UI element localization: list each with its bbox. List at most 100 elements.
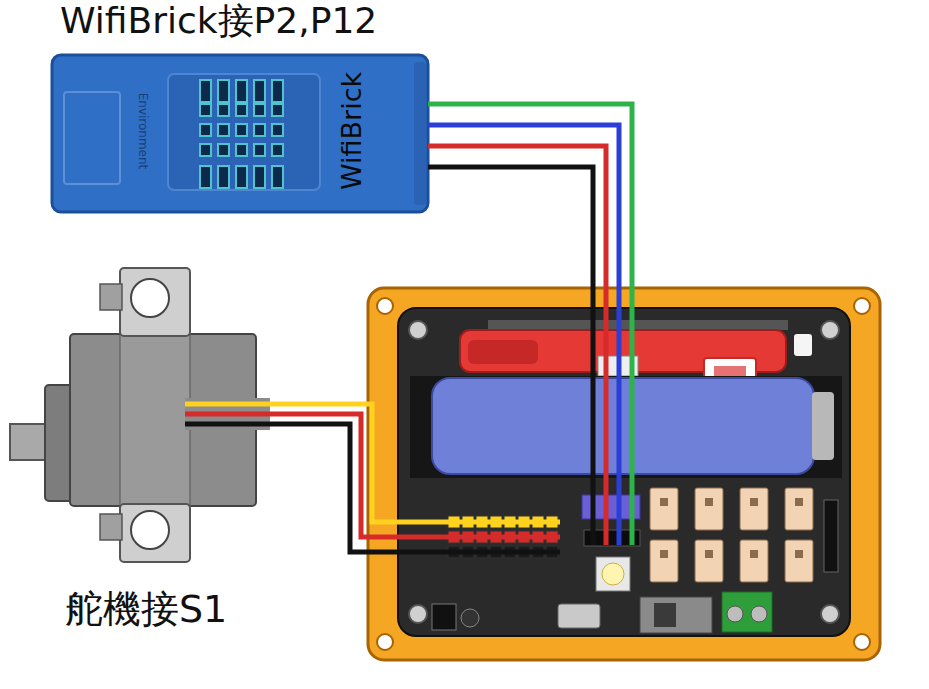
sensor-slot xyxy=(254,104,265,116)
jst-connector xyxy=(695,540,723,582)
sensor-slot xyxy=(236,104,247,116)
jst-pin xyxy=(660,550,668,558)
servo-tab xyxy=(100,514,122,540)
sensor-slot xyxy=(272,144,283,156)
jst-housing xyxy=(785,488,813,530)
jst-housing xyxy=(695,488,723,530)
sensor-slot xyxy=(200,166,211,188)
frame-hole xyxy=(854,634,870,650)
sensor-slot xyxy=(236,124,247,136)
frame-hole xyxy=(377,634,393,650)
buzzer xyxy=(461,609,479,627)
sensor-slot xyxy=(236,166,247,188)
circuit-board xyxy=(398,308,850,636)
battery-holder xyxy=(410,376,842,478)
frame-hole xyxy=(377,298,393,314)
board-frame xyxy=(368,288,880,660)
board-hole xyxy=(821,321,839,339)
diode xyxy=(432,604,456,630)
sensor-slot xyxy=(236,80,247,102)
jst-housing xyxy=(650,540,678,582)
jst-housing xyxy=(740,540,768,582)
jst-pin xyxy=(660,498,668,506)
sensor-slot xyxy=(200,124,211,136)
servo-motor: 舵機接S1 xyxy=(8,268,270,562)
terminal-screw xyxy=(727,606,743,622)
board-hole xyxy=(409,321,427,339)
board-hole xyxy=(409,605,427,623)
jst-connector xyxy=(785,540,813,582)
power-wire xyxy=(185,414,560,537)
module-label: Environment xyxy=(137,93,149,170)
battery xyxy=(432,378,814,474)
sensor-slot xyxy=(272,124,283,136)
jst-pin xyxy=(750,550,758,558)
sensor-slot xyxy=(200,144,211,156)
servo-flange xyxy=(120,268,190,336)
reset-button xyxy=(794,334,812,356)
wifibrick-recess xyxy=(64,92,120,184)
jst-pin xyxy=(795,498,803,506)
jst-connector xyxy=(650,540,678,582)
switch-slider xyxy=(654,603,676,627)
sensor-slot xyxy=(218,104,229,116)
sensor-slot xyxy=(236,144,247,156)
jst-housing xyxy=(785,540,813,582)
led-button xyxy=(596,557,630,591)
board-hole xyxy=(821,605,839,623)
edge-connector xyxy=(488,320,788,330)
ground-wire xyxy=(185,424,560,552)
sensor-slot xyxy=(218,166,229,188)
sensor-slot xyxy=(200,104,211,116)
node-caption: 舵機接S1 xyxy=(65,590,227,628)
jst-connector xyxy=(650,488,678,530)
jst-pin xyxy=(705,550,713,558)
battery-cap xyxy=(812,392,834,460)
sensor-slot xyxy=(200,80,211,102)
frame-hole xyxy=(854,298,870,314)
red-wire xyxy=(428,146,606,545)
slot-detail xyxy=(468,340,538,364)
servo-flange xyxy=(120,504,190,562)
jst-pin xyxy=(705,498,713,506)
mount-hole xyxy=(131,279,169,317)
module-label: WifiBrick xyxy=(338,72,365,190)
sensor-window xyxy=(168,74,320,190)
sensor-slot xyxy=(254,124,265,136)
sensor-slot xyxy=(272,166,283,188)
jst-pin xyxy=(750,498,758,506)
sensor-slot xyxy=(272,104,283,116)
sensor-grid xyxy=(200,80,283,188)
wifibrick-body xyxy=(52,55,428,212)
sensor-slot xyxy=(254,80,265,102)
sensor-slot xyxy=(254,144,265,156)
jst-connector xyxy=(695,488,723,530)
jst-connector xyxy=(740,488,768,530)
black-wire xyxy=(428,167,593,545)
sensor-slot xyxy=(218,80,229,102)
usb-port xyxy=(558,604,600,628)
green-wire xyxy=(428,104,632,545)
jst-housing xyxy=(740,488,768,530)
wifibrick-edge xyxy=(414,62,426,205)
wifibrick-module: WifiBrick接P2,P12EnvironmentWifiBrick xyxy=(52,55,428,212)
jst-housing xyxy=(695,540,723,582)
side-header xyxy=(824,500,838,572)
led xyxy=(602,563,624,585)
jst-connector xyxy=(785,488,813,530)
jst-connector xyxy=(740,540,768,582)
power-switch xyxy=(640,597,712,633)
terminal-screw xyxy=(751,606,767,622)
servo-body-band xyxy=(120,334,190,506)
sensor-slot xyxy=(218,124,229,136)
sensor-slot xyxy=(272,80,283,102)
sensor-slot xyxy=(254,166,265,188)
sensor-slot xyxy=(218,144,229,156)
terminal-block xyxy=(722,592,772,632)
jst-pin xyxy=(795,550,803,558)
servo-tab xyxy=(100,284,122,310)
jst-housing xyxy=(650,488,678,530)
